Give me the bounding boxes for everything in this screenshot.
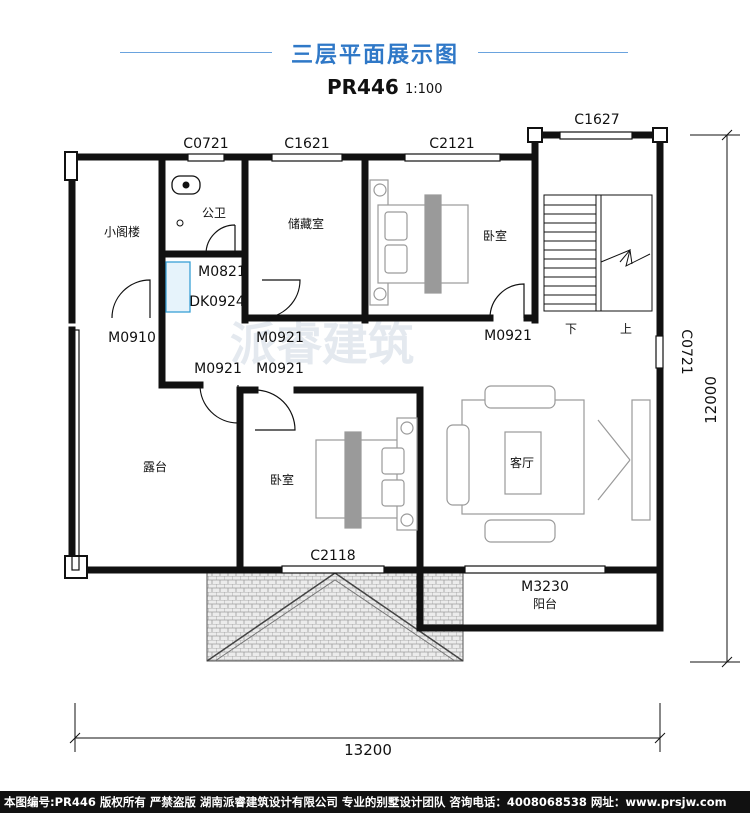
door-m0910: M0910: [108, 330, 156, 346]
stair-down-label: 下: [565, 322, 577, 336]
bathroom-fixtures: [165, 175, 201, 313]
room-terrace: 露台: [143, 459, 167, 474]
bed-icon-north: [369, 179, 469, 306]
window-marks: [71, 131, 664, 574]
room-attic: 小阁楼: [104, 224, 140, 239]
room-living: 客厅: [510, 455, 534, 470]
room-balcony: 阳台: [533, 596, 557, 611]
staircase: [543, 194, 653, 312]
floor-plan: 派睿建筑: [64, 112, 740, 759]
door-m0821: M0821: [198, 264, 246, 280]
room-bedroom-s: 卧室: [270, 472, 294, 487]
dimension-lines: [69, 129, 740, 752]
footer-copyright: 本图编号:PR446 版权所有 严禁盗版 湖南派睿建筑设计有限公司 专业的别墅设…: [0, 791, 750, 813]
page-title: 三层平面展示图: [290, 43, 459, 68]
window-m3230: M3230: [521, 579, 569, 595]
door-m0921-bed: M0921: [484, 328, 532, 344]
window-c0721-side: C0721: [678, 329, 694, 374]
walls: [68, 131, 664, 632]
door-m0921-hall-right: M0921: [256, 361, 304, 377]
window-c1627: C1627: [574, 112, 619, 128]
sofa-icon: [446, 385, 651, 543]
window-c0721-top: C0721: [183, 136, 228, 152]
roof: [206, 572, 464, 662]
watermark: 派睿建筑: [230, 317, 414, 371]
plan-scale: 1:100: [405, 82, 443, 97]
dimension-width: 13200: [344, 741, 392, 759]
dimension-depth: 12000: [702, 376, 720, 424]
columns: [64, 127, 668, 579]
door-m0921-hall-left: M0921: [194, 361, 242, 377]
room-bedroom-ne: 卧室: [483, 228, 507, 243]
shower-icon: [165, 261, 191, 313]
door-swings: [111, 224, 525, 431]
bed-icon-south: [315, 417, 418, 531]
room-toilet: 公卫: [202, 206, 226, 220]
title-rule-left: [120, 52, 272, 53]
plan-code: PR446: [327, 75, 399, 99]
header: 三层平面展示图 PR446 1:100: [0, 0, 750, 105]
window-c2118: C2118: [310, 548, 355, 564]
window-c1621: C1621: [284, 136, 329, 152]
room-storage: 储藏室: [288, 216, 324, 231]
stair-up-label: 上: [620, 322, 632, 336]
door-m0921-storage: M0921: [256, 330, 304, 346]
window-c2121: C2121: [429, 136, 474, 152]
title-rule-right: [478, 52, 628, 53]
watermark-text: 派睿建筑: [230, 317, 414, 371]
drain-icon: [182, 181, 190, 189]
door-dk0924: DK0924: [189, 294, 245, 310]
